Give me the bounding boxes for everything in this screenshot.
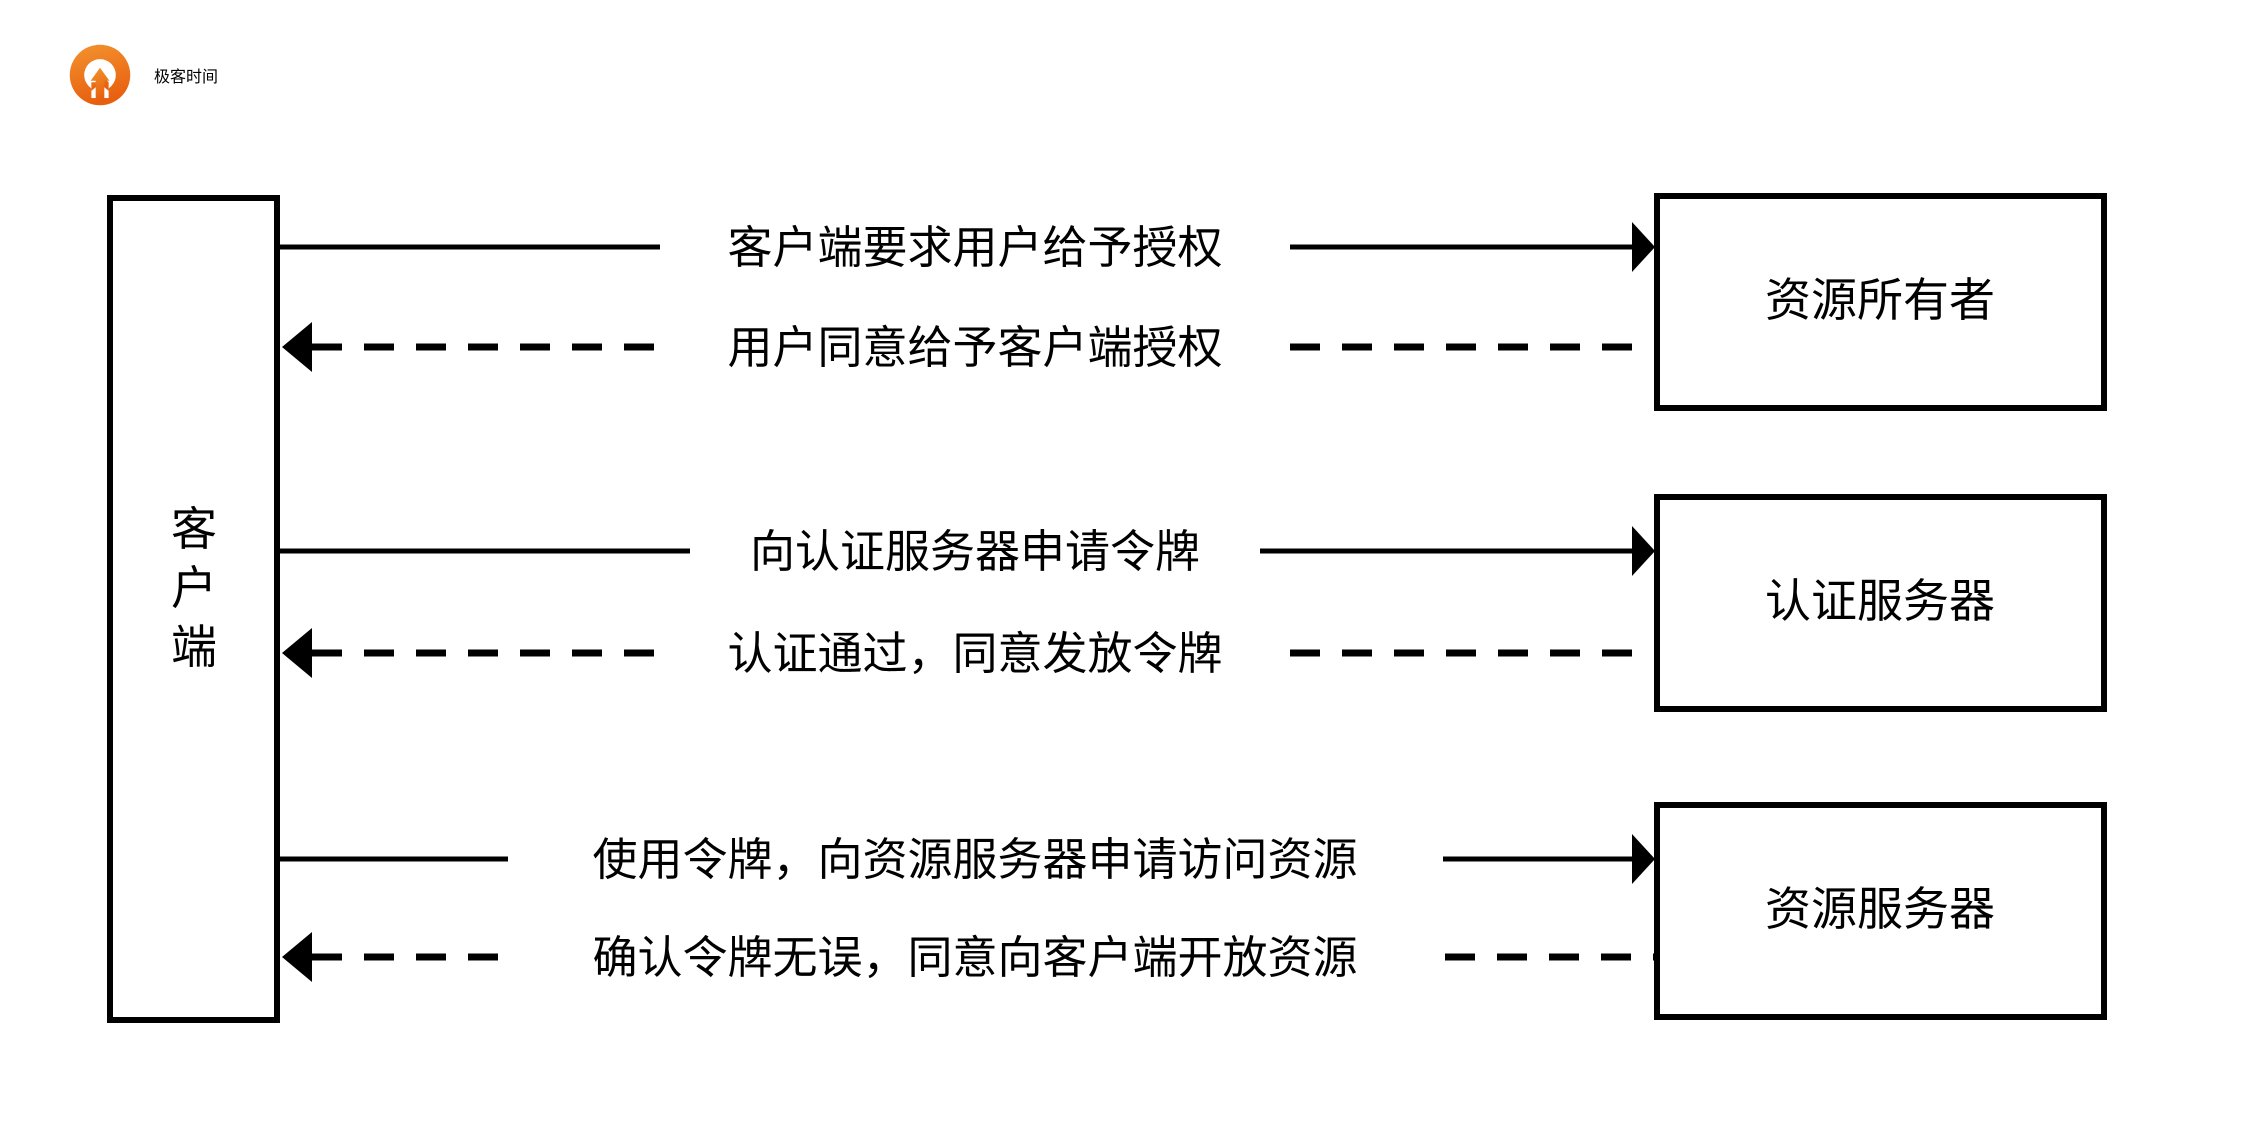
flow-6-arrowhead-left <box>282 932 312 982</box>
flow-1-arrowhead-right <box>1632 222 1655 272</box>
flow-4-token-issued: 认证通过，同意发放令牌 <box>282 627 1655 680</box>
actor-resource-server: 资源服务器 <box>1654 802 2107 1020</box>
flow-2-label: 用户同意给予客户端授权 <box>727 321 1222 374</box>
auth-server-label: 认证服务器 <box>1765 574 1995 628</box>
flow-5-arrowhead-right <box>1632 834 1655 884</box>
actor-auth-server: 认证服务器 <box>1654 494 2107 712</box>
flow-3-label: 向认证服务器申请令牌 <box>750 525 1200 578</box>
resource-server-box <box>1654 802 2107 1020</box>
flow-4-arrowhead-left <box>282 628 312 678</box>
client-label-char-3: 端 <box>171 620 217 674</box>
brand-header: 极客时间 <box>64 34 218 116</box>
flow-4-label: 认证通过，同意发放令牌 <box>727 627 1222 680</box>
geek-time-logo-icon <box>69 44 131 106</box>
flow-2-arrowhead-left <box>282 322 312 372</box>
client-label-char-1: 客 <box>171 502 217 556</box>
client-box <box>107 195 280 1023</box>
flow-1-client-requests-authorization: 客户端要求用户给予授权 <box>280 221 1655 274</box>
flow-2-user-grants-authorization: 用户同意给予客户端授权 <box>282 321 1655 374</box>
flow-3-request-token: 向认证服务器申请令牌 <box>280 525 1655 578</box>
flow-5-request-resource-with-token: 使用令牌，向资源服务器申请访问资源 <box>280 833 1655 886</box>
brand-name: 极客时间 <box>154 69 219 86</box>
actor-client: 客 户 端 <box>107 195 280 1023</box>
resource-server-label: 资源服务器 <box>1765 882 1995 936</box>
actor-resource-owner: 资源所有者 <box>1654 193 2107 411</box>
client-label-char-2: 户 <box>171 561 217 615</box>
resource-owner-label: 资源所有者 <box>1765 273 1995 327</box>
flow-6-label: 确认令牌无误，同意向客户端开放资源 <box>592 931 1357 984</box>
resource-owner-box <box>1654 193 2107 411</box>
auth-server-box <box>1654 494 2107 712</box>
flow-5-label: 使用令牌，向资源服务器申请访问资源 <box>592 833 1357 886</box>
flow-3-arrowhead-right <box>1632 526 1655 576</box>
flow-6-resource-granted: 确认令牌无误，同意向客户端开放资源 <box>282 931 1655 984</box>
flow-1-label: 客户端要求用户给予授权 <box>727 221 1222 274</box>
